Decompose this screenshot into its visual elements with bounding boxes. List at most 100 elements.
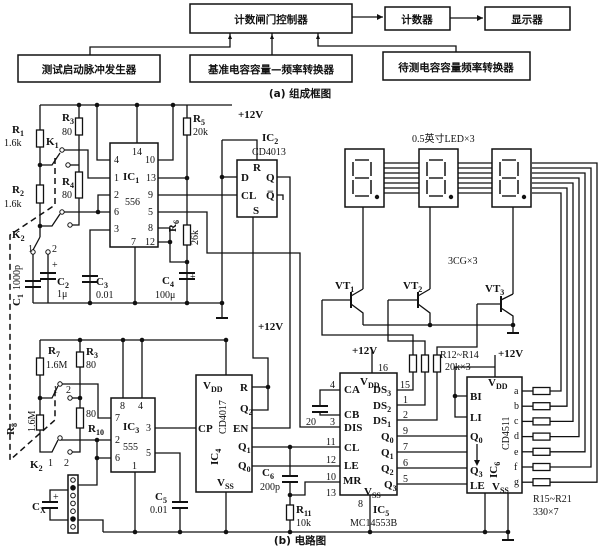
label-vcc: +12V (258, 321, 283, 333)
test-converter-label: 待测电容容量频率转换器 (398, 61, 514, 74)
ic6-cd4511 (466, 376, 523, 494)
label-base: IC (209, 453, 221, 465)
wire (155, 452, 181, 502)
label-base: K (12, 229, 21, 241)
junction-dot (287, 529, 293, 535)
label-r3b: R3 (86, 346, 98, 360)
label-c3: C3 (96, 276, 108, 290)
label-r2v: 1.6k (4, 199, 22, 210)
label-ic5pins-n16: 16 (378, 363, 388, 374)
label-c2: C2 (57, 276, 69, 290)
label-ic5pins-n20: 20 (306, 417, 316, 428)
label-subscript: 11 (304, 509, 312, 518)
label-ic5pins-n8: 8 (358, 499, 363, 510)
segment-bus-line (532, 172, 586, 453)
resistor (74, 117, 84, 136)
label-ic4pins-q1: Q1 (238, 441, 251, 455)
wire (222, 139, 258, 160)
label-plus: + (53, 492, 59, 503)
label-ic6pins-bi: BI (470, 391, 482, 403)
label-ic2pins-d: D (241, 172, 249, 184)
label-k2: K2 (30, 459, 43, 473)
label-ic4type: CD4017 (218, 400, 229, 434)
label-base: K (30, 459, 39, 471)
junction-dot (367, 529, 373, 535)
label-r8v: 1.6M (27, 411, 38, 433)
label-ic5pins-mr: MR (343, 475, 362, 487)
junction-dot (184, 300, 190, 306)
label-ic3pins-p3: 3 (146, 423, 151, 434)
wire (62, 149, 110, 179)
label-subscript: 2 (418, 285, 422, 294)
junction-dot (287, 492, 293, 498)
label-ic5pins-le: LE (344, 460, 359, 472)
wire (96, 440, 111, 459)
label-plus: + (190, 272, 196, 283)
label-base: V (217, 477, 225, 489)
label-base: IC (488, 466, 500, 478)
resistor (432, 354, 442, 373)
segment-resistor (532, 478, 551, 487)
label-ic5pins-vdd: VDD (360, 376, 380, 390)
label-base: R (193, 113, 202, 125)
label-ic2pins-qbar: Q̅ (266, 190, 275, 202)
label-subscript: 2 (249, 408, 253, 417)
label-subscript: DD (368, 381, 380, 390)
resistor (182, 117, 192, 136)
label-r11: R11 (296, 504, 312, 518)
label-vt2: VT2 (403, 280, 422, 294)
label-ic5pins-n2: 2 (403, 410, 408, 421)
label-subscript: 2 (20, 189, 24, 198)
label-ic4pins-r: R (240, 382, 249, 394)
label-ic5pins-q1: Q1 (381, 447, 394, 461)
segment-bus-line (532, 177, 580, 438)
label-r8: R8 (5, 423, 19, 435)
junction-dot (223, 337, 229, 343)
label-r3v: 80 (62, 127, 72, 138)
wire (319, 389, 340, 406)
socket-hole (70, 508, 76, 515)
label-c5: C5 (155, 491, 167, 505)
label-r15_21: R15~R21 (533, 494, 572, 505)
label-subscript: 3 (393, 484, 397, 493)
label-ic1pins-p13: 13 (146, 173, 156, 184)
junction-dot (265, 384, 271, 390)
label-r7: R7 (48, 345, 60, 359)
label-base: VT (335, 280, 351, 292)
socket-hole (70, 477, 76, 483)
wire (500, 293, 514, 301)
counter-label: 计数器 (401, 13, 433, 26)
decimal-point (448, 194, 454, 200)
label-subscript: 3 (479, 470, 483, 479)
label-ic5pins-n12: 12 (326, 455, 336, 466)
wire (72, 428, 81, 453)
label-c6: C6 (262, 467, 274, 481)
label-ic6pins-e: e (514, 447, 519, 458)
label-cx: CX (32, 501, 46, 515)
label-r6v: 26k (190, 230, 201, 245)
label-base: Q (381, 431, 390, 443)
label-base: K (46, 136, 55, 148)
wire (40, 213, 61, 227)
switch-linkage-dashed (9, 158, 56, 462)
label-pos1: 1 (48, 458, 53, 469)
wire (277, 194, 284, 200)
wire (387, 300, 426, 355)
seven-segment-digit (426, 159, 446, 197)
label-base: R (62, 176, 71, 188)
label-base: VT (403, 280, 419, 292)
resistor (35, 129, 45, 148)
label-ic3pins-p2: 2 (115, 435, 120, 446)
label-base: IC (123, 171, 135, 183)
ic3-555 (110, 397, 156, 473)
label-transistor_label: 3CG×3 (448, 256, 478, 267)
resistor (420, 354, 430, 373)
segment-bus-line (532, 187, 568, 407)
label-ic5pins-n10: 10 (326, 472, 336, 483)
label-ic3: IC3 (123, 421, 139, 435)
label-base: V (360, 376, 368, 388)
junction-dot (132, 529, 138, 535)
label-r11v: 10k (296, 518, 311, 529)
label-ic3pins-p1: 1 (132, 461, 137, 472)
junction-dot (427, 322, 433, 328)
